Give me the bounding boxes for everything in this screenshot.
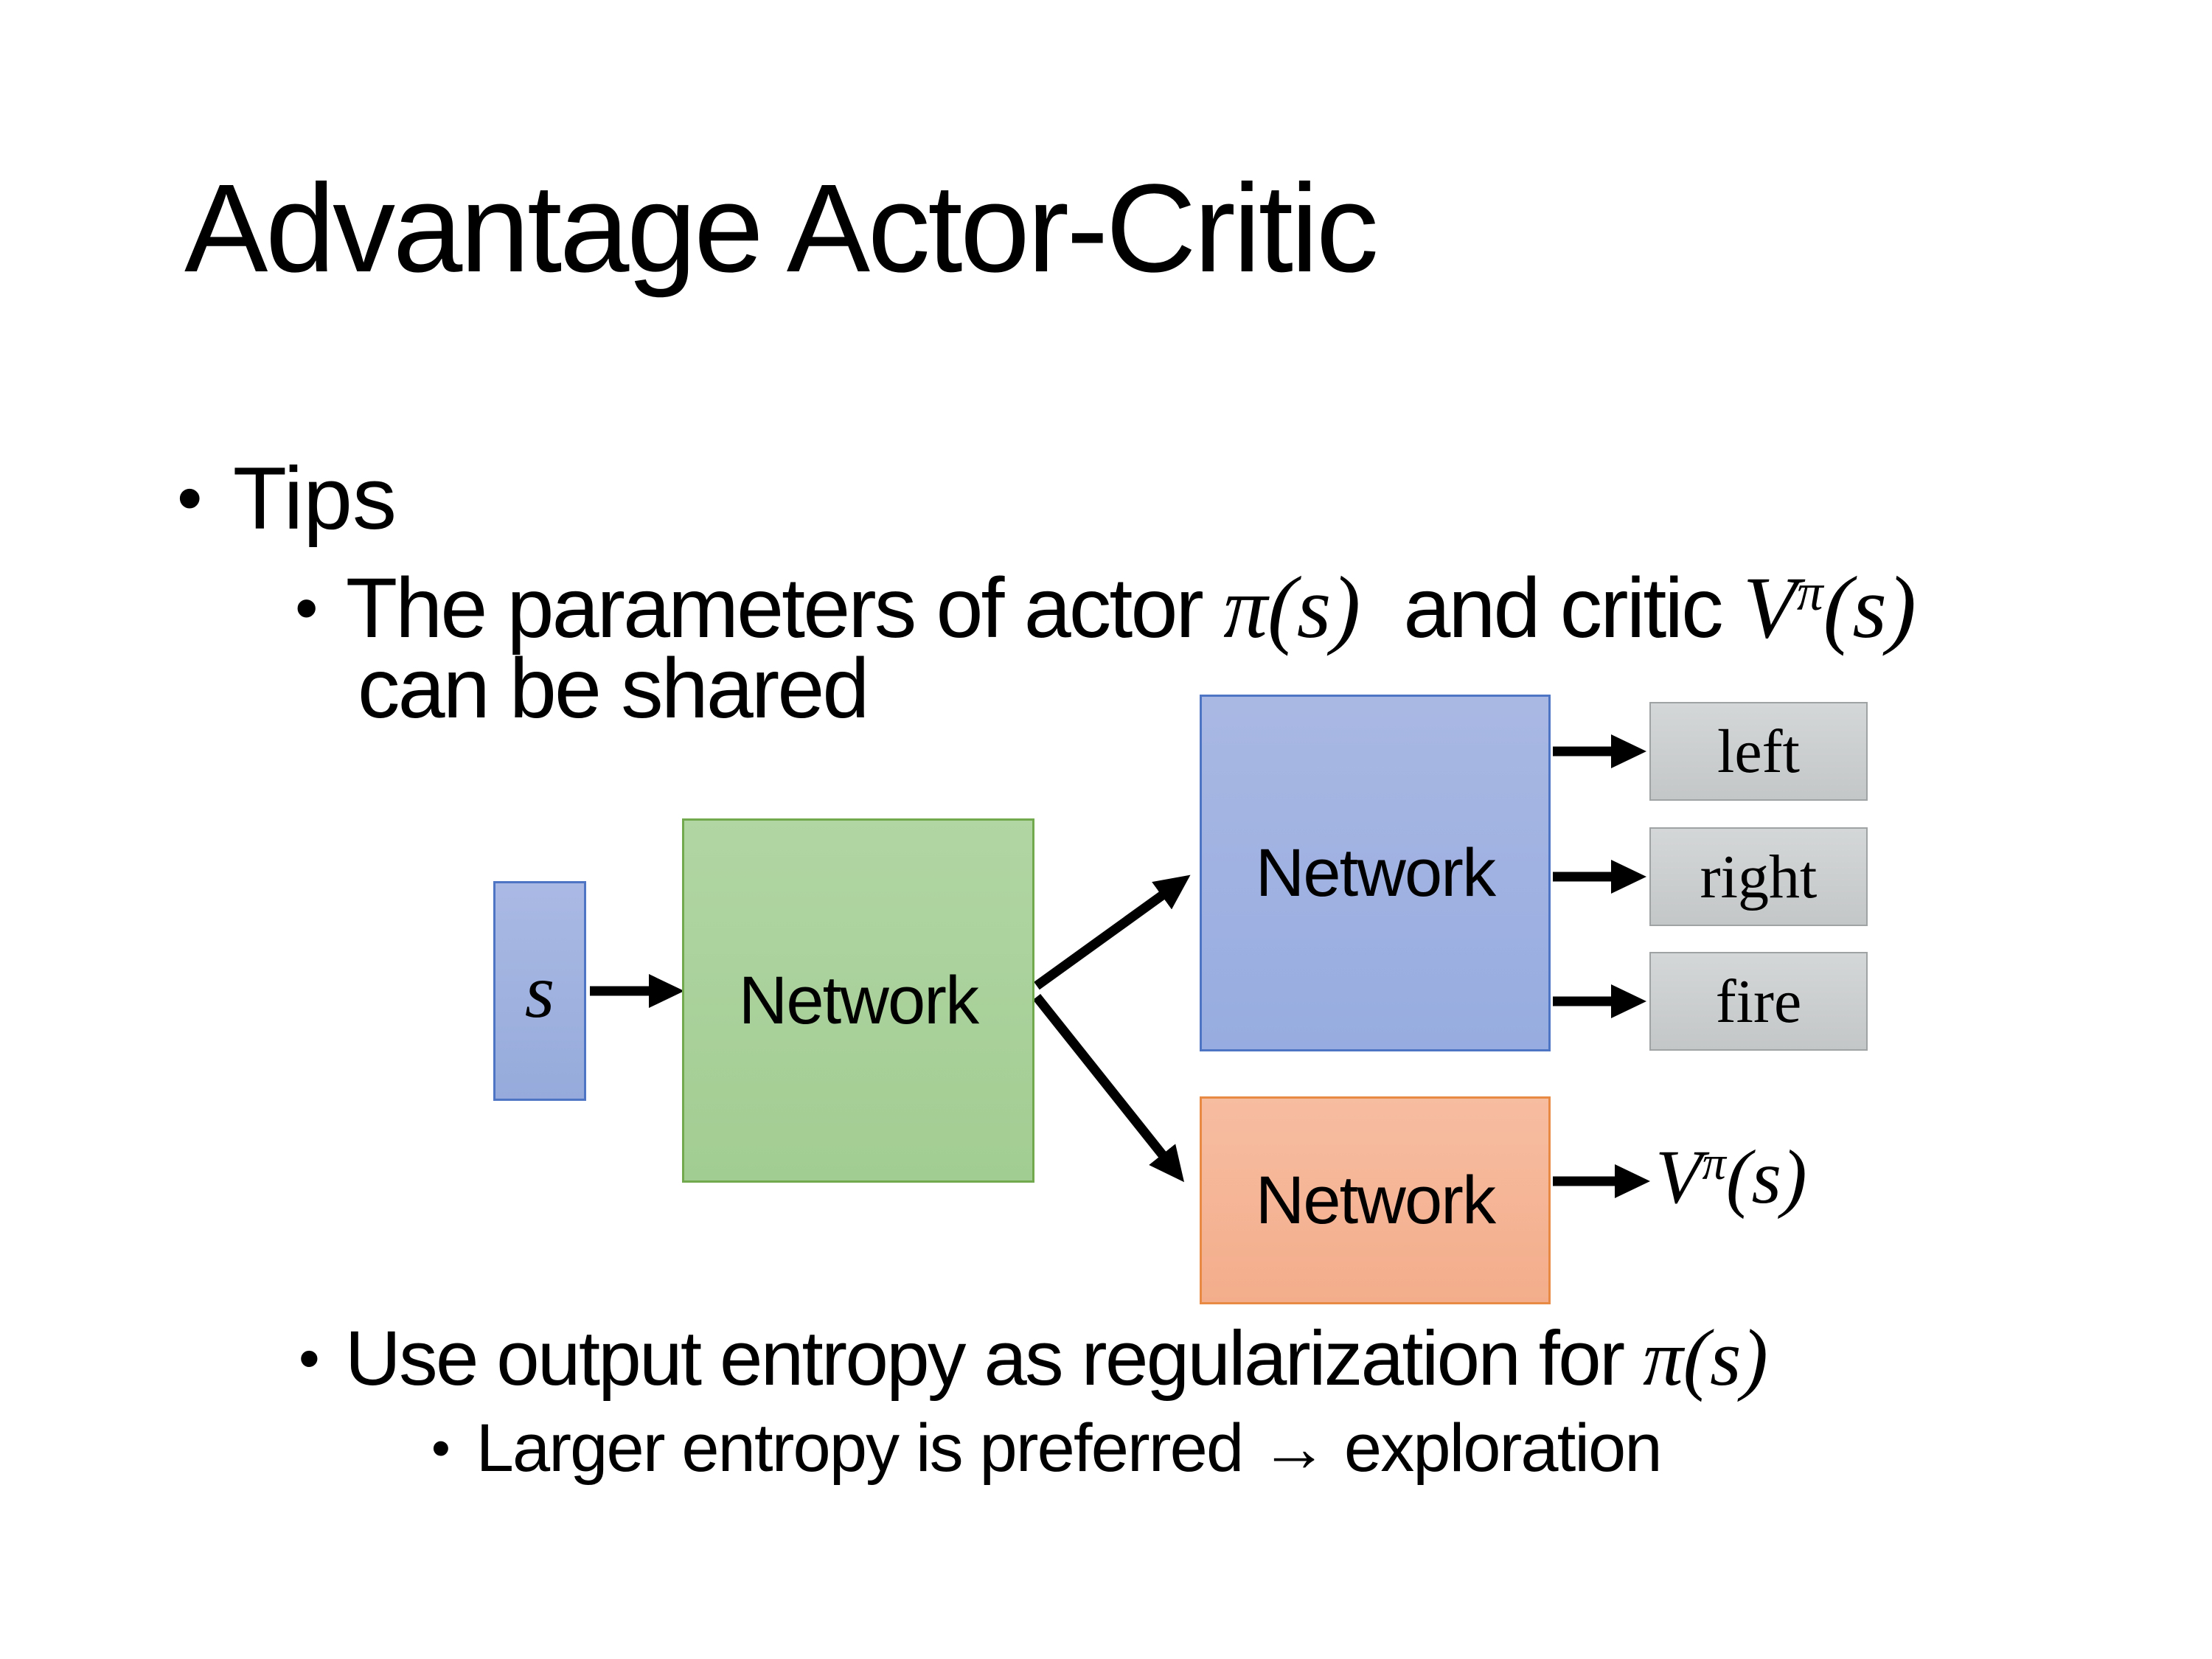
bullet-icon: • [295, 571, 318, 646]
bullet-icon: • [431, 1417, 451, 1479]
critic-value-superscript: π [1796, 563, 1823, 622]
action-box-right: right [1649, 827, 1868, 926]
action-label-left: left [1717, 717, 1800, 786]
value-output-base: V [1655, 1135, 1703, 1220]
critic-value-args: (s) [1823, 558, 1916, 656]
action-box-left: left [1649, 702, 1868, 801]
parameters-text-line2: can be shared [358, 641, 869, 736]
actor-network-box: Network [1200, 695, 1551, 1051]
actor-policy-math: π(s) [1223, 558, 1361, 656]
exploration-text: Larger entropy is preferred → exploratio… [476, 1411, 1663, 1486]
entropy-policy-math: π(s) [1642, 1313, 1768, 1402]
state-input-box: s [493, 881, 586, 1101]
bullet-icon: • [299, 1324, 320, 1392]
bullet-line-exploration: •Larger entropy is preferred → explorati… [431, 1414, 1663, 1482]
shared-network-box: Network [682, 818, 1034, 1183]
critic-network-box: Network [1200, 1096, 1551, 1304]
value-output-superscript: π [1702, 1136, 1726, 1189]
arrow-shared-to-critic [1032, 993, 1185, 1183]
action-label-fire: fire [1715, 967, 1802, 1036]
parameters-text: The parameters of actor [345, 561, 1224, 655]
action-box-fire: fire [1649, 952, 1868, 1051]
action-label-right: right [1700, 842, 1818, 911]
shared-network-label: Network [738, 962, 979, 1038]
critic-value-output: Vπ(s) [1655, 1139, 1807, 1216]
state-label: s [524, 948, 555, 1034]
bullet-line-entropy: •Use output entropy as regularization fo… [299, 1318, 1768, 1398]
entropy-text: Use output entropy as regularization for [344, 1315, 1643, 1402]
parameters-middle-text: and critic [1360, 561, 1743, 655]
bullet-line-parameters: •The parameters of actor π(s) and critic… [295, 563, 1916, 652]
tips-label: Tips [232, 449, 397, 548]
critic-network-label: Network [1255, 1162, 1496, 1238]
actor-network-label: Network [1255, 835, 1496, 911]
critic-value-base: V [1742, 558, 1797, 656]
value-output-args: (s) [1725, 1135, 1807, 1220]
bullet-icon: • [177, 457, 203, 539]
slide-title: Advantage Actor-Critic [184, 159, 1379, 299]
arrow-shared-to-actor [1034, 874, 1191, 990]
bullet-line-tips: •Tips [177, 454, 397, 543]
